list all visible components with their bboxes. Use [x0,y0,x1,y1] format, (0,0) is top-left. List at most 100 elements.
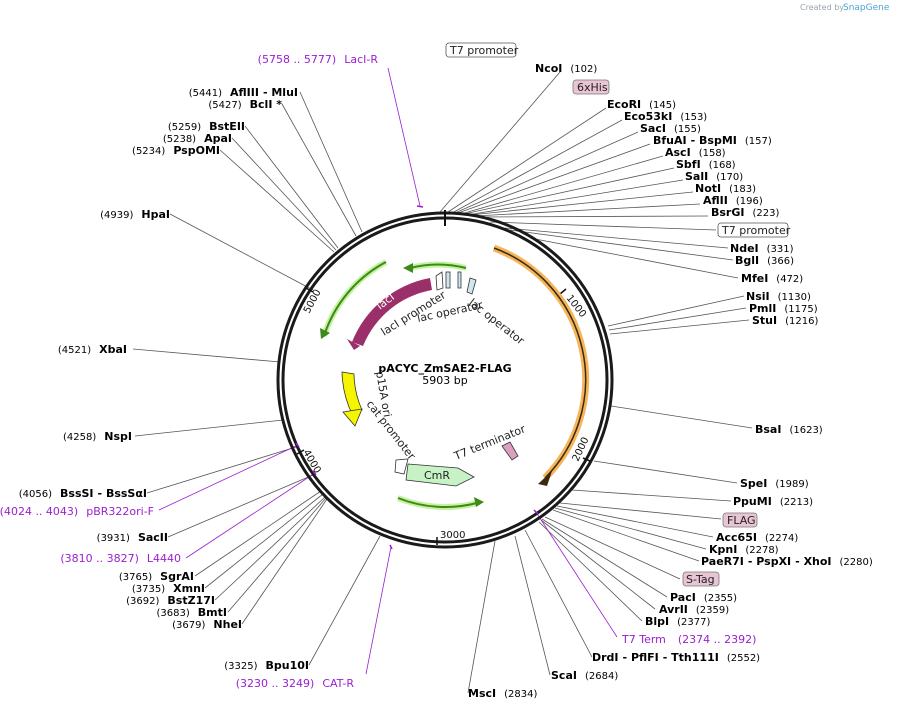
boxed-label-text: 6xHis [577,81,608,94]
boxed-label-text: T7 promoter [721,224,791,237]
primer-leader-line [158,444,299,511]
leader-line [439,71,561,213]
leader-line [593,460,738,484]
leader-line [608,307,747,331]
cmr-label: CmR [424,469,450,482]
leader-line [447,107,607,213]
site-bcli: (5427)BclI * [208,98,282,111]
leader-line [469,191,694,216]
right-site-labels: NcoI(102) EcoRI(145) Eco53kI(153) SacI(1… [468,62,873,700]
primer-mark-cat-r [389,544,393,550]
site-bfuai-bspmi: BfuAI- BspMI(157) [653,134,772,147]
site-paer7i-pspxi-xhoi: PaeR7I- PspXI- XhoI(2280) [701,555,873,568]
site-avrii: AvrII(2359) [659,603,729,616]
site-ncoi: NcoI(102) [535,62,597,75]
green-arc-bottom [397,497,478,508]
leader-line [504,227,729,249]
plasmid-size: 5903 bp [422,374,467,387]
leader-line [514,535,551,676]
boxed-label-s-tag: S-Tag [682,571,720,587]
leader-line [451,119,623,214]
leader-line [146,446,297,494]
leader-line [571,489,732,502]
primer-leader-line [185,472,316,559]
leader-line [132,348,281,363]
leader-line [556,505,714,538]
site-asci: AscI(158) [665,146,726,159]
site-ecori: EcoRI(145) [607,98,676,111]
green-arc-left [323,261,387,337]
leader-line [538,521,643,622]
primer-t7-term: T7 Term(2374 .. 2392) [621,633,756,646]
leader-line [489,221,717,231]
leader-line [540,519,656,610]
site-mfei: MfeI(472) [741,272,803,285]
site-bsssi-bsssai: (4056)BssSI- BssSαI [19,487,147,500]
primer-leader-line [387,67,421,207]
left-site-labels: (5441)AflIII- MluI (5427)BclI * (5259)Bs… [19,86,309,672]
lac-operator-glyph-3 [466,277,477,295]
leader-line [214,496,326,601]
leader-line [466,179,684,216]
p15a-ori-arrowhead [342,408,363,427]
boxed-label-text: FLAG [727,514,756,527]
site-nsii: NsiI(1130) [746,290,811,303]
site-saci: SacI(155) [640,122,701,135]
cat-promoter-glyph [394,458,409,475]
primer-mark-t7-term [533,509,539,515]
site-bsrgi: BsrGI(223) [711,206,779,219]
site-bgli: BglI(366) [735,254,794,267]
leader-line [541,518,668,598]
site-sgrai: (3765)SgrAI [119,570,194,583]
site-ndei: NdeI(331) [730,242,794,255]
green-arc-top [409,263,467,269]
site-sacii: (3931)SacII [97,531,168,544]
leader-line [244,125,339,249]
site-noti: NotI(183) [695,182,756,195]
leader-line [609,319,750,335]
site-drdi-pflfi-tth111i: DrdI- PflFI- Tth111I(2552) [592,651,760,664]
tick-label-5000: 5000 [302,288,324,316]
primer-leader-line [535,511,618,638]
leader-line [281,103,357,237]
laci-arrowhead [347,339,360,350]
site-msci: MscI(2834) [468,687,537,700]
laci-feature [352,278,432,346]
site-afliii-mlui: (5441)AflIII- MluI [189,86,298,99]
leader-line [241,498,328,625]
boxed-label-t7-promoter-top: T7 promoter [445,42,519,58]
leader-line [467,540,496,694]
site-bsai: BsaI(1623) [755,423,823,436]
tick-4000 [296,449,305,455]
site-paci: PacI(2355) [670,591,737,604]
site-xmni: (3735)XmnI [132,582,205,595]
primer-mark-laci-r [416,205,424,208]
site-hpai: (4939)HpaI [100,208,170,221]
primer-cat-r: (3230 .. 3249)CAT-R [236,677,355,690]
boxed-label-flag: FLAG [722,512,758,528]
credit-brand: SnapGene [843,3,890,13]
green-arrowhead-top [403,263,413,273]
orf-arrowhead [538,471,552,486]
site-aflii: AflII(196) [703,194,763,207]
leader-line [460,155,664,215]
primer-marks [295,205,539,550]
lac-operator-glyph-2 [457,271,462,289]
tick-2000 [582,457,591,462]
primer-leader-line [365,546,392,675]
t7-terminator-glyph [501,441,519,461]
leader-line [299,91,363,233]
site-bmti: (3683)BmtI [157,606,227,619]
leader-line [231,137,337,251]
leader-line [529,237,739,279]
primer-mark-pbr322ori-f [295,442,300,448]
site-apai: (5238)ApaI [163,132,232,145]
site-kpni: KpnI(2278) [709,543,779,556]
site-eco53ki: Eco53kI(153) [624,110,707,123]
p15a-ori-feature [341,371,363,415]
lac-operator-glyph-1 [445,271,451,289]
site-sbfi: SbfI(168) [676,158,736,171]
leader-line [552,509,700,562]
leader-line [167,474,314,538]
leader-line [308,535,381,666]
